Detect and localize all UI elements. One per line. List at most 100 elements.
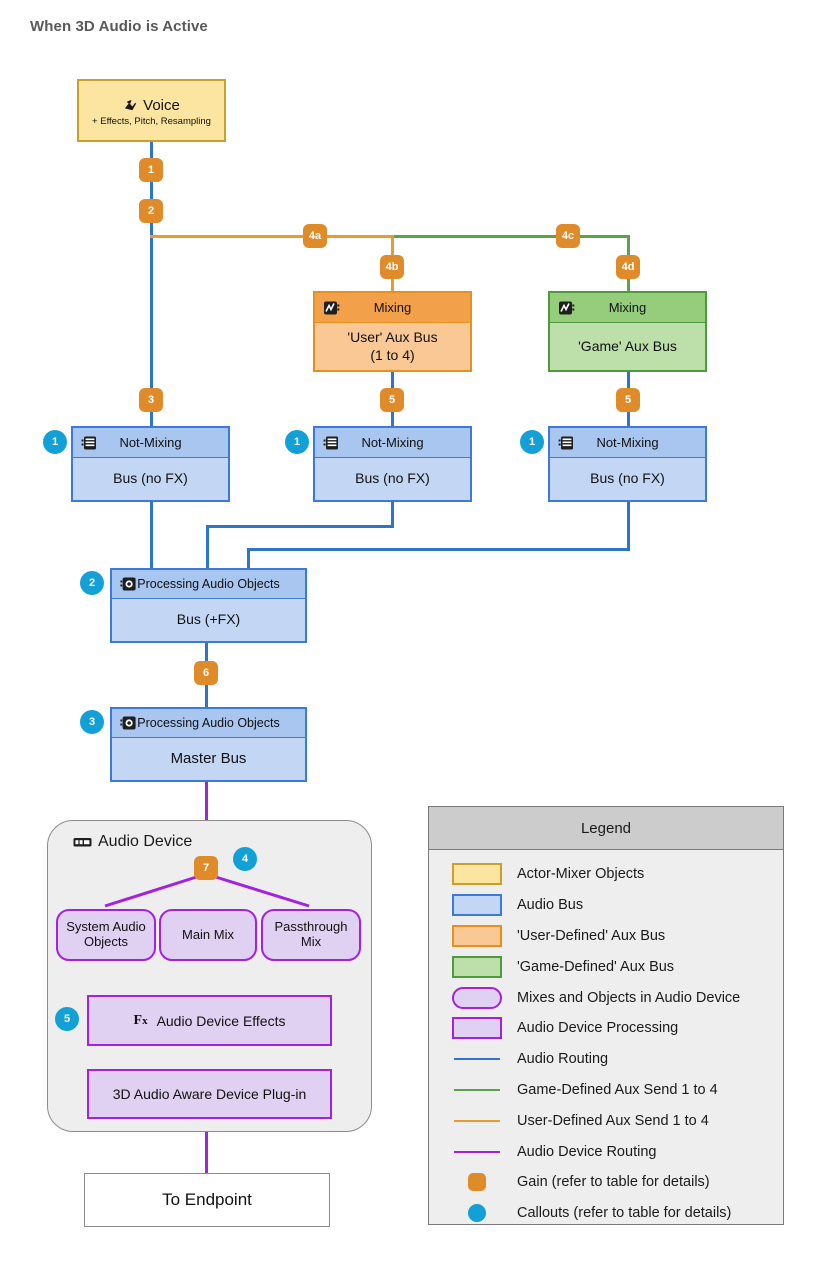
callout-badge-1-left[interactable]: 1	[43, 430, 67, 454]
gain-badge-5-mid[interactable]: 5	[380, 388, 404, 412]
bus-right-header: Not-Mixing	[550, 428, 705, 458]
gain-badge-5-right[interactable]: 5	[616, 388, 640, 412]
audio-device-effects-label: Audio Device Effects	[156, 1012, 286, 1029]
legend-swatch	[451, 1058, 503, 1061]
legend-swatch-gain	[468, 1173, 486, 1192]
bus-right-header-label: Not-Mixing	[596, 435, 659, 450]
legend-swatch-line	[454, 1058, 500, 1061]
user-aux-header-label: Mixing	[373, 300, 412, 315]
legend-swatch-line	[454, 1088, 500, 1091]
game-aux-body: 'Game' Aux Bus	[550, 323, 705, 370]
callout-badge-5[interactable]: 5	[55, 1007, 79, 1031]
voice-subtitle: + Effects, Pitch, Resampling	[92, 115, 211, 127]
wire-device-splitter	[104, 872, 310, 908]
legend-row: Mixes and Objects in Audio Device	[429, 982, 783, 1013]
device-fx-row: Fx Audio Device Effects	[134, 1013, 286, 1029]
user-aux-body: 'User' Aux Bus (1 to 4)	[315, 323, 470, 370]
legend-label: Actor-Mixer Objects	[517, 866, 645, 883]
gain-badge-7[interactable]: 7	[194, 856, 218, 880]
audio-objects-icon	[120, 577, 137, 592]
wire-bus-right-drop2	[247, 548, 250, 572]
bus-fx-body: Bus (+FX)	[176, 611, 241, 628]
node-passthrough-mix[interactable]: Passthrough Mix	[261, 909, 361, 961]
legend-row: Audio Device Processing	[429, 1013, 783, 1044]
node-user-aux-bus[interactable]: Mixing 'User' Aux Bus (1 to 4)	[313, 291, 472, 372]
wire-bus-right-drop1	[627, 502, 630, 550]
device-plugin-label: 3D Audio Aware Device Plug-in	[112, 1086, 307, 1102]
legend-swatch-line	[454, 1119, 500, 1122]
legend-label: Audio Routing	[517, 1051, 609, 1068]
passthrough-mix-label: Passthrough Mix	[274, 919, 348, 949]
wire-plugin-to-endpoint	[205, 1112, 208, 1174]
voice-title: Voice	[143, 96, 180, 114]
legend-swatch-box	[452, 1017, 502, 1040]
legend-swatch	[451, 986, 503, 1009]
node-main-mix[interactable]: Main Mix	[159, 909, 257, 961]
legend-row: User-Defined Aux Send 1 to 4	[429, 1105, 783, 1136]
callout-badge-2[interactable]: 2	[80, 571, 104, 595]
audio-device-label: Audio Device	[98, 833, 193, 850]
gain-badge-2[interactable]: 2	[139, 199, 163, 223]
node-master-bus[interactable]: Processing Audio Objects Master Bus	[110, 707, 307, 782]
callout-badge-1-right[interactable]: 1	[520, 430, 544, 454]
callout-badge-3[interactable]: 3	[80, 710, 104, 734]
legend-swatch	[451, 1119, 503, 1122]
main-mix-label: Main Mix	[181, 926, 234, 942]
gain-badge-4b[interactable]: 4b	[380, 255, 404, 279]
wire-bus-left-to-busfx	[150, 502, 153, 572]
node-bus-left[interactable]: Not-Mixing Bus (no FX)	[71, 426, 230, 502]
legend-swatch-box	[452, 894, 502, 917]
legend-swatch-line	[454, 1150, 500, 1153]
legend-label: 'User-Defined' Aux Bus	[517, 927, 666, 944]
to-endpoint-label: To Endpoint	[162, 1190, 252, 1209]
legend-row: Game-Defined Aux Send 1 to 4	[429, 1075, 783, 1106]
node-voice[interactable]: Voice + Effects, Pitch, Resampling	[77, 79, 226, 142]
bus-fx-header: Processing Audio Objects	[112, 570, 305, 599]
gain-badge-1[interactable]: 1	[139, 158, 163, 182]
gain-badge-4a[interactable]: 4a	[303, 224, 327, 248]
legend-row: 'Game-Defined' Aux Bus	[429, 951, 783, 982]
bus-mid-header-label: Not-Mixing	[361, 435, 424, 450]
audio-device-label-row: Audio Device	[73, 833, 192, 851]
wire-bus-mid-drop2	[206, 525, 209, 572]
legend-row: Actor-Mixer Objects	[429, 859, 783, 890]
legend-label: Audio Device Processing	[517, 1020, 679, 1037]
legend-label: Audio Device Routing	[517, 1143, 657, 1160]
wire-voice-to-bus-left	[150, 141, 153, 436]
legend-row: Audio Routing	[429, 1044, 783, 1075]
node-audio-device-effects[interactable]: Fx Audio Device Effects	[87, 995, 332, 1046]
node-game-aux-bus[interactable]: Mixing 'Game' Aux Bus	[548, 291, 707, 372]
node-bus-right[interactable]: Not-Mixing Bus (no FX)	[548, 426, 707, 502]
node-bus-mid[interactable]: Not-Mixing Bus (no FX)	[313, 426, 472, 502]
user-aux-header: Mixing	[315, 293, 470, 323]
bus-left-body: Bus (no FX)	[113, 470, 188, 487]
node-system-audio-objects[interactable]: System Audio Objects	[56, 909, 156, 961]
bus-fx-header-label: Processing Audio Objects	[137, 577, 280, 591]
game-aux-body-line1: 'Game' Aux Bus	[578, 337, 677, 354]
gain-badge-4c[interactable]: 4c	[556, 224, 580, 248]
game-aux-header-label: Mixing	[608, 300, 647, 315]
callout-badge-4[interactable]: 4	[233, 847, 257, 871]
page-title: When 3D Audio is Active	[30, 18, 208, 35]
bus-left-header: Not-Mixing	[73, 428, 228, 458]
fx-icon: Fx	[133, 1012, 148, 1028]
legend-swatch-round	[452, 986, 502, 1009]
legend-swatch	[451, 863, 503, 886]
legend-row: Audio Bus	[429, 890, 783, 921]
wire-bus-mid-drop1	[391, 502, 394, 528]
gain-badge-4d[interactable]: 4d	[616, 255, 640, 279]
gain-badge-6[interactable]: 6	[194, 661, 218, 685]
node-bus-fx[interactable]: Processing Audio Objects Bus (+FX)	[110, 568, 307, 643]
legend-label: 'Game-Defined' Aux Bus	[517, 958, 675, 975]
callout-badge-1-mid[interactable]: 1	[285, 430, 309, 454]
wire-bus-right-horizontal	[247, 548, 630, 551]
system-audio-objects-label: System Audio Objects	[66, 919, 146, 949]
legend-swatch-box	[452, 863, 502, 886]
master-bus-header: Processing Audio Objects	[112, 709, 305, 738]
legend-title: Legend	[429, 807, 783, 850]
legend-label: Callouts (refer to table for details)	[517, 1205, 732, 1222]
legend-label: Audio Bus	[517, 897, 584, 914]
node-to-endpoint[interactable]: To Endpoint	[84, 1173, 330, 1227]
node-device-plugin[interactable]: 3D Audio Aware Device Plug-in	[87, 1069, 332, 1119]
gain-badge-3[interactable]: 3	[139, 388, 163, 412]
